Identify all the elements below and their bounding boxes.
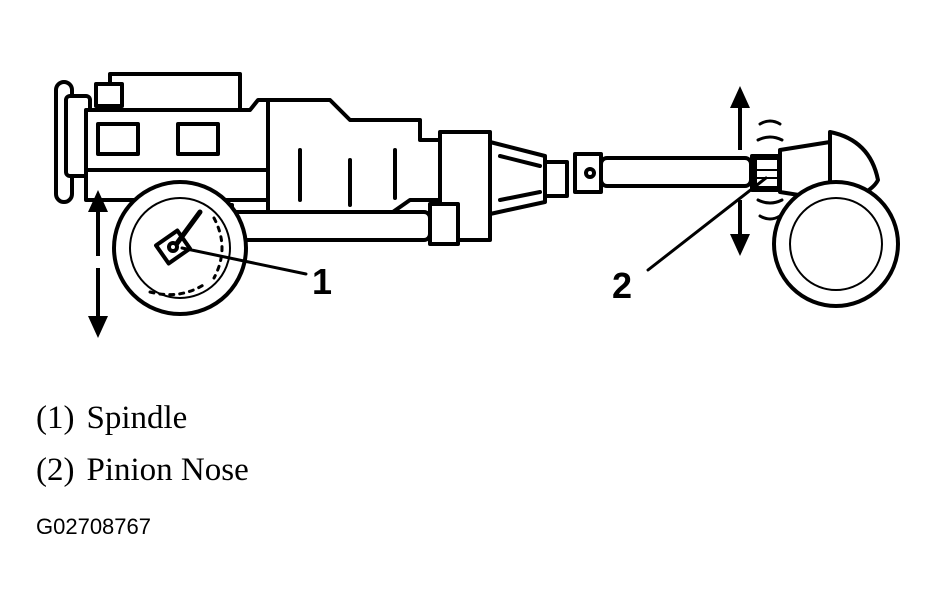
callout-number-2: 2 [612,265,632,306]
leader-line-2 [646,176,768,272]
callout-number-1: 1 [312,261,332,302]
legend-item-pinion-nose: (2) Pinion Nose [36,452,249,489]
transmission [266,98,442,216]
legend-number: (1) [36,400,75,436]
legend-label: Pinion Nose [86,452,249,488]
spindle [154,209,203,266]
front-arrow-down-icon [88,268,108,338]
rear-drive-shaft [573,152,753,194]
figure-id: G02708767 [36,514,151,539]
legend-label: Spindle [86,400,188,436]
rear-wheel [772,180,900,308]
drivetrain-diagram: 1 2 [54,72,900,338]
rear-arrow-up-icon [730,86,750,150]
pinion-nose [753,119,784,221]
legend-item-spindle: (1) Spindle [36,400,187,437]
engine [84,72,272,202]
legend-number: (2) [36,452,75,488]
leader-line-1 [180,246,308,276]
rear-arrow-down-icon [730,200,750,256]
front-arrow-up-icon [88,190,108,256]
